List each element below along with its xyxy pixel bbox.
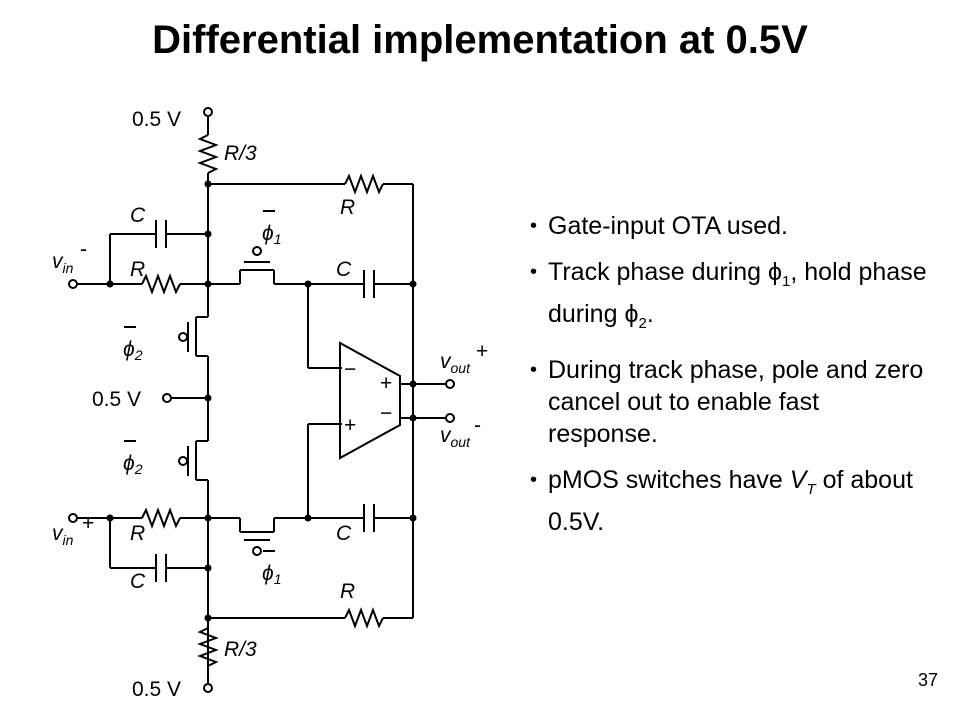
supply-top-label: 0.5 V [132, 108, 181, 131]
resistor-feedback-top-label: R [340, 196, 355, 219]
vout-plus-label: vout [440, 350, 471, 376]
ota-out-plus-sign: + [380, 372, 392, 395]
clock-phi1-bar-top-label: ϕ1 [262, 222, 281, 247]
vout-plus-sign: + [476, 340, 488, 363]
resistor-feedback-bottom-label: R [340, 580, 355, 603]
clock-phi2-bar-upper-label: ϕ2 [123, 338, 143, 363]
clock-phi1-bar-bottom-label: ϕ1 [262, 562, 281, 587]
ota-in-plus-sign: + [344, 414, 356, 437]
bullet-list: Gate-input OTA used. Track phase during … [530, 210, 930, 552]
page-number: 37 [918, 670, 939, 690]
bullet-item: During track phase, pole and zero cancel… [530, 354, 930, 450]
cap-input-top-label: C [130, 204, 146, 227]
resistor-r3-bottom-label: R/3 [224, 638, 257, 661]
ota-out-minus-sign: − [380, 402, 392, 425]
resistor-r3-top-label: R/3 [224, 142, 257, 165]
resistor-input-top-label: R [130, 258, 145, 281]
vin-plus-sign: + [82, 512, 94, 535]
ota-in-minus-sign: − [344, 358, 356, 381]
cap-input-bottom-label: C [130, 570, 146, 593]
bullet-item: Gate-input OTA used. [530, 210, 930, 242]
supply-mid-label: 0.5 V [92, 388, 141, 411]
supply-bottom-label: 0.5 V [132, 678, 181, 701]
vin-plus-label: vin [52, 522, 74, 548]
resistor-input-bottom-label: R [130, 522, 145, 545]
vout-minus-sign: - [474, 414, 481, 437]
vin-minus-label: vin [52, 250, 74, 276]
bullet-item: pMOS switches have VT of about 0.5V. [530, 464, 930, 538]
bullet-item: Track phase during ϕ1, hold phase during… [530, 256, 930, 340]
cap-feedback-bottom-label: C [336, 522, 352, 545]
slide-title: Differential implementation at 0.5V [152, 18, 808, 62]
clock-phi2-bar-lower-label: ϕ2 [123, 452, 143, 477]
cap-feedback-top-label: C [336, 258, 352, 281]
vin-minus-sign: - [80, 238, 87, 261]
vout-minus-label: vout [440, 424, 471, 450]
